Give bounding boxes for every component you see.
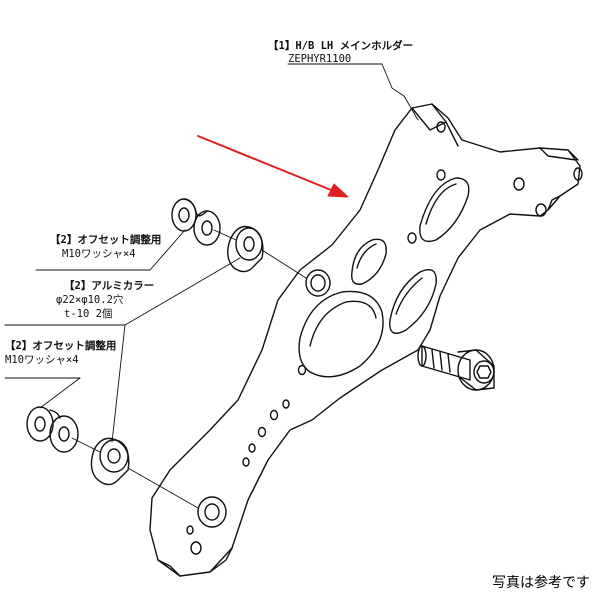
- offset-washer-top-label-line1: 【2】オフセット調整用: [50, 234, 162, 246]
- red-pointer-arrow: [197, 135, 349, 198]
- main-holder-label-line2: ZEPHYR1100: [288, 53, 352, 65]
- offset-washer-bottom-label-line1: 【2】オフセット調整用: [5, 340, 117, 352]
- lower-washer-pair: [26, 406, 79, 453]
- main-holder-plate: [149, 103, 583, 577]
- offset-washer-bottom-label-line2: M10ワッシャ×4: [5, 354, 79, 366]
- alu-collar-label-line3: t-10 2個: [64, 308, 113, 320]
- assembly-center-lines: [71, 229, 307, 509]
- lower-alu-collar: [90, 437, 130, 486]
- socket-bolt: [417, 345, 495, 391]
- offset-washer-top-label-line2: M10ワッシャ×4: [62, 248, 136, 260]
- leader-lines: [4, 63, 419, 443]
- alu-collar-label-line2: φ22×φ10.2穴: [56, 294, 124, 306]
- main-holder-label-line1: 【1】H/B LH メインホルダー: [268, 40, 414, 52]
- upper-washer-pair: [171, 198, 221, 246]
- reference-photo-caption: 写真は参考です: [492, 575, 590, 591]
- upper-alu-collar: [227, 225, 264, 273]
- alu-collar-label-line1: 【2】アルミカラー: [64, 280, 155, 292]
